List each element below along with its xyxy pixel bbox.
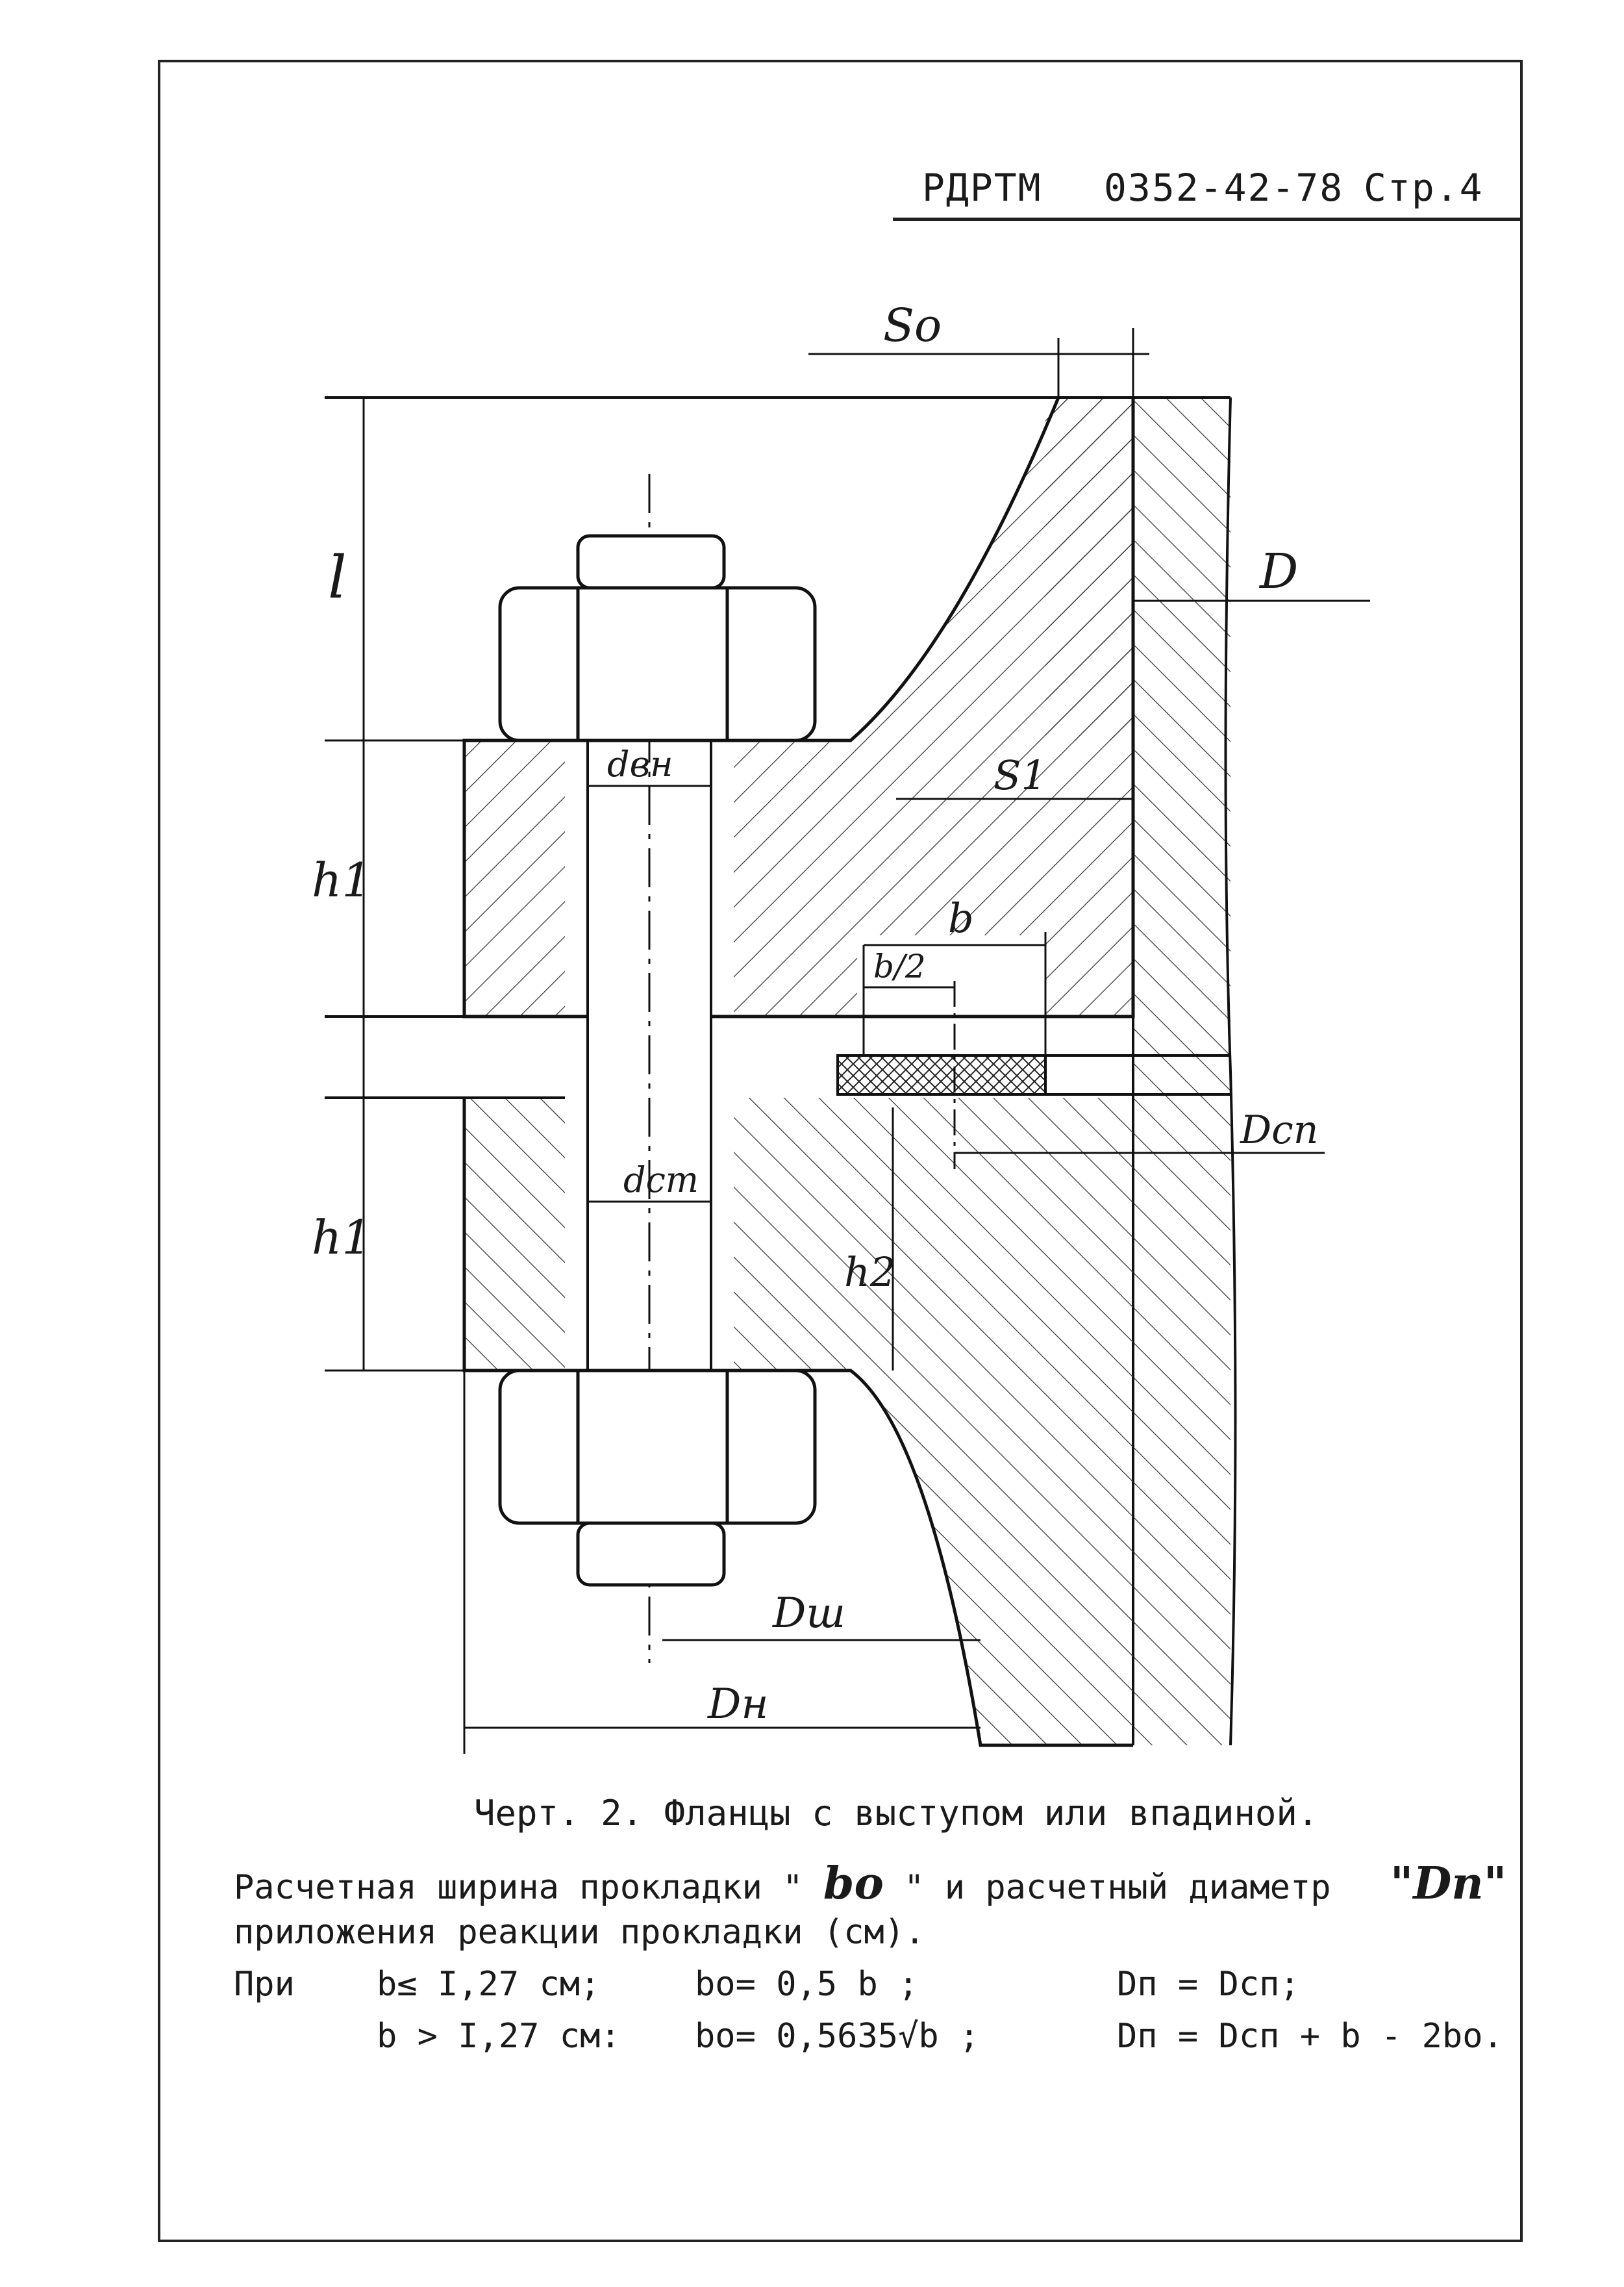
condition-2: b > I,27 см:: [377, 2017, 621, 2056]
label-b-half: b/2: [873, 948, 926, 985]
header-rule: [893, 218, 1523, 221]
doc-number: 0352-42-78: [1104, 166, 1344, 210]
label-dsp: Dсп: [1240, 1107, 1318, 1153]
text-line-2: приложения реакции прокладки (см).: [234, 1913, 925, 1952]
line1-part-b: " и расчетный диаметр: [904, 1868, 1331, 1907]
label-h2: h2: [844, 1248, 895, 1296]
flange-drawing: So S1 l D h1 h1 h2 dвн dст b b/2 Dсп Dш …: [312, 299, 1370, 1754]
upper-hub: [851, 398, 1133, 740]
condition-word: При: [234, 1965, 295, 2004]
top-nut: [498, 534, 817, 742]
label-dvn: dвн: [607, 744, 673, 785]
figure-caption: Черт. 2. Фланцы с выступом или впадиной.: [474, 1793, 1319, 1834]
lower-flange-ring: [464, 1098, 1133, 1371]
doc-code: РДРТМ: [922, 166, 1042, 210]
condition-1-formula-dp: Dп = Dсп;: [1117, 1965, 1300, 2004]
line1-part-a: Расчетная ширина прокладки ": [234, 1868, 803, 1907]
pipe-wall: [1133, 398, 1230, 1745]
condition-2-formula-dp: Dп = Dсп + b - 2bo.: [1117, 2017, 1503, 2056]
condition-1-formula-bo: bo= 0,5 b ;: [695, 1965, 919, 2004]
document-header: РДРТМ 0352-42-78 Стр.4: [922, 166, 1519, 211]
text-line-1: Расчетная ширина прокладки " bo " и расч…: [234, 1858, 1506, 1910]
bottom-nut: [498, 1369, 817, 1587]
symbol-bo: bo: [823, 1858, 884, 1910]
symbol-dp: "Dп": [1390, 1858, 1507, 1910]
upper-spigot: [857, 935, 1045, 1017]
label-s1: S1: [993, 752, 1047, 799]
upper-flange-outline: [462, 397, 1135, 1018]
lower-hub: [851, 1371, 1133, 1745]
label-dn: Dн: [707, 1680, 768, 1728]
page-number: Стр.4: [1364, 166, 1484, 210]
label-h1-bottom: h1: [312, 1210, 371, 1265]
label-s0: So: [883, 299, 942, 352]
label-h1-top: h1: [312, 853, 371, 907]
page-frame: [158, 60, 1523, 2242]
condition-1: b≤ I,27 см;: [377, 1965, 601, 2004]
label-dsh: Dш: [772, 1589, 845, 1637]
gasket: [836, 1054, 1047, 1096]
condition-2-formula-bo: bo= 0,5635√b ;: [695, 2017, 980, 2056]
label-b: b: [948, 894, 974, 942]
label-d: D: [1258, 544, 1298, 600]
label-dst: dст: [623, 1159, 699, 1200]
label-l: l: [328, 544, 347, 612]
